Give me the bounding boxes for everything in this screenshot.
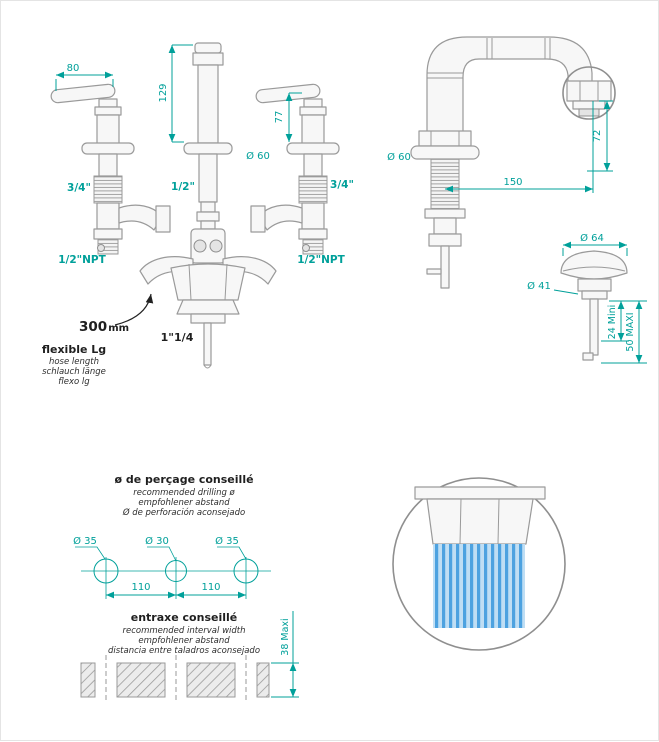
center-escutcheon: [183, 142, 233, 155]
hose-arrow: [114, 293, 154, 326]
countertop-section: [80, 662, 96, 698]
hose-label-es: flexo lg: [58, 377, 90, 387]
drilling-heading-fr: ø de perçage conseillé: [114, 473, 253, 486]
spout: [410, 36, 616, 289]
drilling-heading-de: empfohlener abstand: [138, 498, 230, 508]
drain-max-label: 50 MAXI: [625, 312, 636, 351]
dimensions-top: 80 129 77 Ø 60 Ø 60 3/4" 1/2" 3/4" 1/2"N…: [55, 44, 613, 266]
hose-label-en: hose length: [49, 357, 99, 367]
drilling-template: ø de perçage conseillé recommended drill…: [73, 473, 299, 703]
dim-spout-height-label: 129: [158, 83, 169, 102]
detail-mounting-surface: [433, 544, 525, 628]
diam-flange-left-label: Ø 60: [246, 150, 270, 162]
left-lever: [50, 83, 116, 104]
hole-1-label: Ø 35: [73, 535, 97, 547]
hole-2-label: Ø 30: [145, 535, 169, 547]
hose-label: flexible Lg: [42, 343, 106, 356]
drain-plug: [560, 250, 628, 361]
dimensions-drain: Ø 64 Ø 41 24 Mini 50 MAXI: [527, 232, 647, 364]
drain-min-label: 24 Mini: [607, 305, 618, 340]
right-outlet-horn: [258, 204, 303, 231]
right-thread: [298, 175, 328, 204]
interval-heading-fr: entraxe conseillé: [131, 611, 237, 624]
thread-center-label: 1/2": [171, 181, 195, 193]
interval-heading-es: distancia entre taladros aconsejado: [108, 646, 260, 656]
spacing-2-label: 110: [201, 582, 220, 593]
detail-marker-circle: [562, 66, 616, 120]
pop-up-rod: [203, 322, 212, 366]
detail-circle: [392, 477, 566, 651]
drain-diam-cap-label: Ø 64: [580, 232, 604, 244]
aerator-nut: [566, 80, 612, 102]
hose-label-de: schlauch länge: [42, 367, 106, 377]
hose-length-value: 300mm: [79, 319, 129, 335]
left-handle-valve: [50, 83, 171, 255]
left-outlet-horn: [118, 204, 163, 231]
dim-outlet-height-label: 72: [592, 130, 603, 143]
diam-flange-spout-label: Ø 60: [387, 151, 411, 163]
left-escutcheon: [81, 142, 135, 155]
drain-cap: [560, 250, 628, 280]
mounting-detail: [392, 477, 566, 651]
detail-nut: [426, 498, 534, 545]
hose-annotation: 300mm flexible Lg hose length schlauch l…: [42, 293, 194, 387]
dim-handle-height-label: 77: [274, 111, 285, 124]
interval-heading-en: recommended interval width: [122, 626, 245, 636]
drilling-heading-es: Ø de perforación aconsejado: [122, 507, 245, 518]
thread-left-label: 3/4": [67, 182, 91, 194]
center-mixer-body: [139, 42, 277, 369]
dim-lever-width-label: 80: [67, 63, 80, 74]
drain-diam-body-label: Ø 41: [527, 280, 551, 292]
npt-right-label: 1/2"NPT: [297, 254, 345, 266]
dim-reach-label: 150: [503, 177, 522, 188]
waste-thread-label: 1"1/4: [161, 331, 194, 344]
spout-thread: [430, 158, 460, 210]
hole-3-label: Ø 35: [215, 535, 239, 547]
left-thread: [93, 175, 123, 204]
npt-left-label: 1/2"NPT: [58, 254, 106, 266]
thread-right-label: 3/4": [330, 179, 354, 191]
right-handle-valve: [250, 83, 340, 255]
spout-escutcheon: [410, 145, 480, 160]
right-escutcheon: [286, 142, 340, 155]
drilling-heading-en: recommended drilling ø: [133, 488, 235, 498]
interval-heading-de: empfohlener abstand: [138, 636, 230, 646]
mounting-nut: [170, 263, 246, 301]
detail-washer: [414, 486, 546, 500]
counter-thickness-label: 38 Maxi: [280, 618, 291, 655]
spacing-1-label: 110: [131, 582, 150, 593]
